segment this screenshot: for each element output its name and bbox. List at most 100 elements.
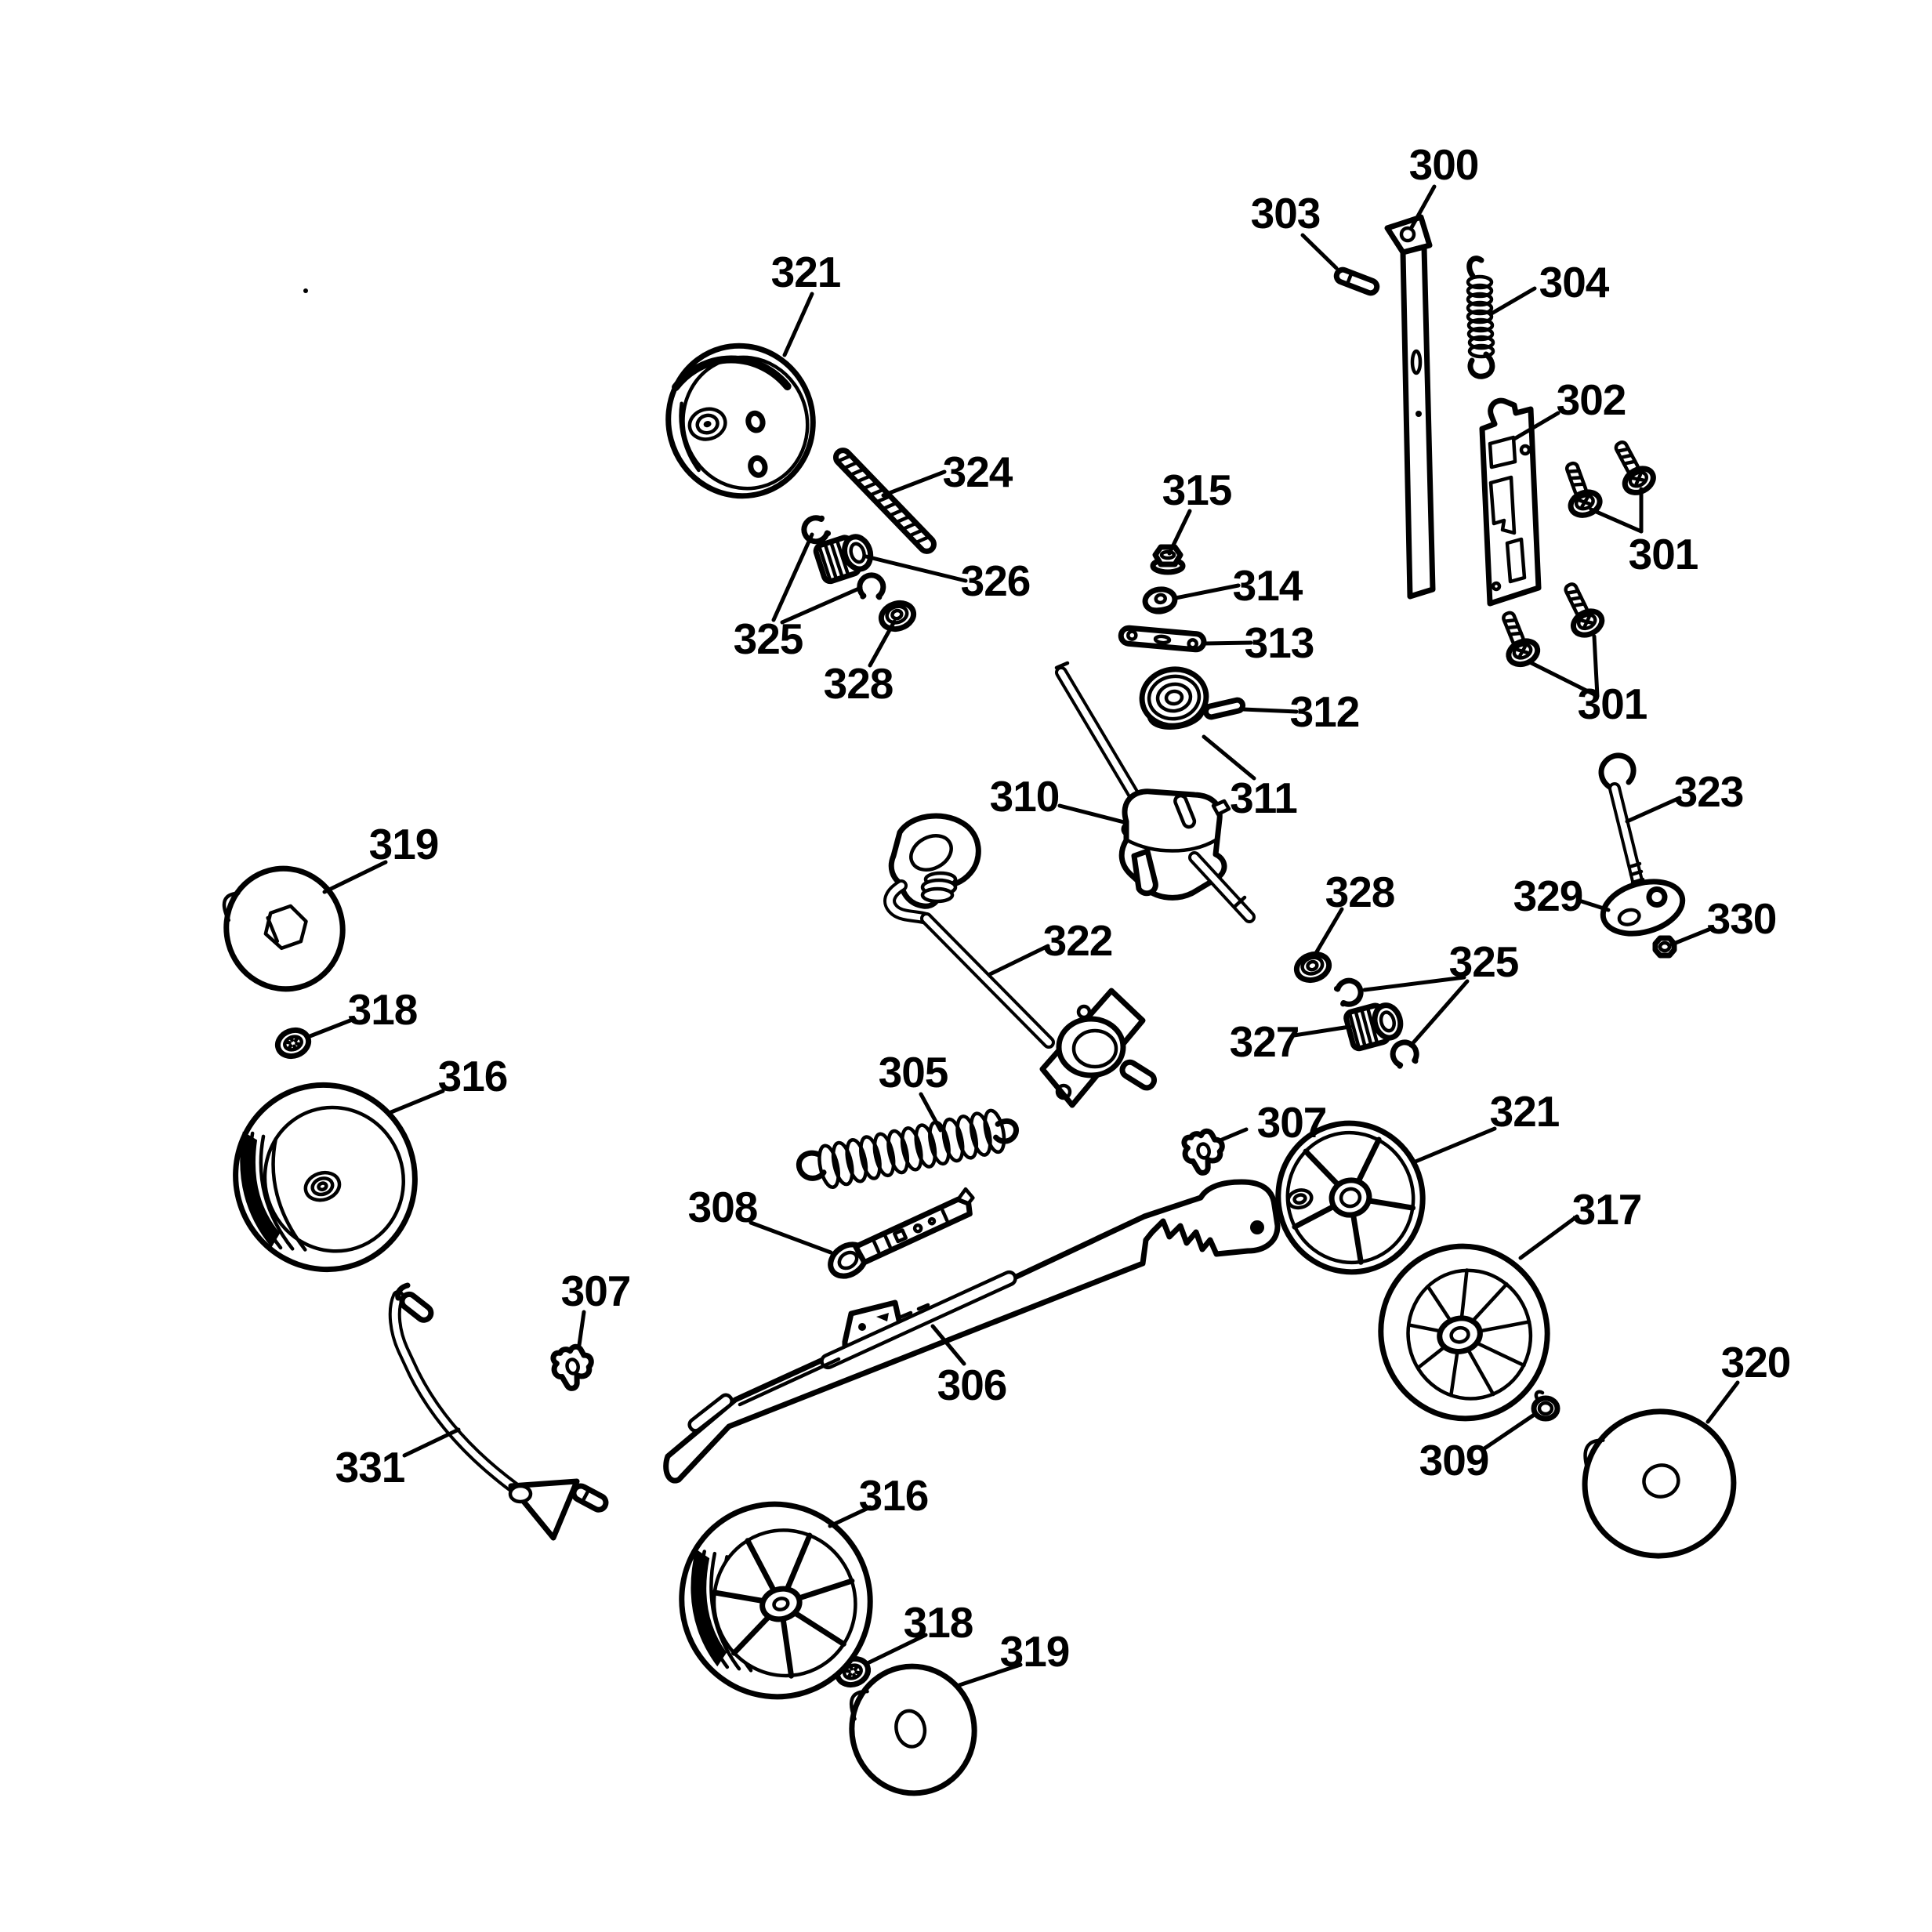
retaining-ring-325-part: [1412, 1058, 1419, 1064]
part-324-threaded-rod-part: [875, 495, 891, 504]
part-315-flange-nut-part: [1159, 549, 1176, 560]
part-316-wheel-front-view-part: [772, 1597, 790, 1611]
leader-line-304: [1489, 286, 1537, 316]
retaining-ring-325: [801, 515, 832, 545]
part-321-wheel-cover: [665, 343, 816, 499]
part-324-threaded-rod-part: [855, 474, 872, 484]
part-330-nut-part: [1652, 935, 1677, 959]
part-317-wheel: [1378, 1243, 1550, 1422]
part-313-link-bar-part: [1187, 638, 1198, 650]
part-322-shift-lever-assembly-part: [909, 834, 953, 872]
part-308-shift-lever-part: [927, 1216, 937, 1226]
part-label-312: 312: [1290, 687, 1360, 736]
part-label-306: 306: [937, 1361, 1007, 1409]
part-308-shift-lever-part: [956, 1187, 975, 1205]
part-305-extension-spring-part: [796, 1150, 827, 1181]
leader-line-329: [1579, 899, 1611, 912]
part-306-drive-bracket-part: [876, 1313, 889, 1321]
screw-301-part: [1618, 453, 1634, 460]
part-316-wheel-front-view-part: [759, 1586, 803, 1622]
screw-301: [1564, 582, 1605, 638]
part-321-wheel-cover-part: [695, 413, 720, 435]
part-309-ring-clip-part: [1534, 1390, 1545, 1403]
part-316-wheel-rear-view-part: [259, 1134, 295, 1251]
part-308-shift-lever-part: [853, 1196, 973, 1266]
leader-line-330: [1669, 926, 1715, 947]
screw-301-part: [1580, 615, 1594, 629]
part-325-retaining-rings: [801, 515, 1419, 1069]
part-306-drive-bracket-part-part: [820, 1270, 1017, 1370]
part-304-spring-part: [1466, 317, 1495, 333]
part-label-300: 300: [1409, 140, 1479, 189]
part-label-320: 320: [1721, 1338, 1791, 1386]
washer-328-part: [885, 604, 909, 625]
part-331-height-rod-part-part: [571, 1483, 609, 1513]
part-label-317: 317: [1572, 1185, 1642, 1234]
part-304-spring: [1466, 256, 1495, 379]
part-327-pinion-gear: [1343, 1002, 1404, 1052]
screw-301-part: [1508, 631, 1524, 636]
retaining-ring-325-part: [818, 515, 825, 521]
part-331-height-rod-part: [399, 1291, 434, 1323]
part-label-315: 315: [1162, 466, 1232, 514]
part-331-height-rod-part: [508, 1484, 533, 1504]
part-302-bracket-plate-part: [1519, 444, 1531, 456]
part-324-threaded-rod-part: [862, 480, 879, 491]
part-322-shift-lever-assembly-part: [1119, 1059, 1158, 1091]
clip-307-part: [565, 1357, 580, 1376]
retaining-ring-325-part: [801, 515, 830, 545]
leader-line-307: [1220, 1127, 1249, 1142]
part-321-idler-wheel-part: [1339, 1187, 1362, 1209]
part-label-303: 303: [1251, 189, 1321, 237]
part-305-extension-spring-part: [969, 1111, 992, 1157]
part-310-gearbox-part: [1131, 848, 1158, 897]
leader-line-319: [957, 1662, 1023, 1687]
part-304-spring-part: [1466, 292, 1494, 307]
part-305-extension-spring-part: [983, 1108, 1006, 1154]
screw-301-part: [1568, 475, 1584, 480]
part-304-spring-part: [1467, 351, 1495, 379]
part-322-shift-lever-assembly: [883, 813, 1158, 1108]
part-324-threaded-rod-part: [843, 461, 859, 470]
part-302-bracket-plate-part: [1488, 475, 1517, 535]
part-322-shift-lever-assembly-part: [923, 915, 1052, 1046]
print-speck: [303, 288, 308, 293]
part-309-ring-clip-part: [1537, 1401, 1554, 1416]
part-300-handle-bracket-part: [1400, 244, 1436, 600]
part-313-link-bar-part: [1126, 629, 1138, 641]
leader-line-325: [1362, 975, 1466, 992]
part-326-pinion-gear-part: [828, 540, 845, 580]
part-324-threaded-rod-part: [908, 528, 924, 538]
part-303-pin: [1333, 266, 1380, 296]
part-323-hook-rod-part: [1629, 869, 1644, 877]
part-306-drive-bracket-part: [916, 1303, 930, 1311]
part-302-bracket-plate-part: [1505, 537, 1527, 584]
part-label-309: 309: [1419, 1436, 1489, 1484]
part-315-flange-nut-part: [1152, 544, 1183, 567]
part-308-shift-lever-part: [883, 1234, 892, 1249]
leader-line-325: [780, 585, 863, 625]
screw-301-part: [1516, 645, 1529, 658]
part-331-height-rod-part: [391, 1293, 517, 1491]
part-label-319: 319: [1000, 1627, 1070, 1676]
part-314-washer: [1142, 586, 1178, 614]
part-306-drive-bracket-part: [899, 1310, 913, 1319]
part-324-threaded-rod: [832, 448, 937, 554]
screw-301-part: [1564, 589, 1580, 595]
part-305-extension-spring-part: [831, 1140, 854, 1187]
part-306-drive-bracket-part: [663, 1179, 1281, 1484]
leader-line-318: [306, 1017, 357, 1039]
leader-line-327: [1292, 1024, 1352, 1038]
part-328-washers: [878, 600, 1332, 984]
part-label-307: 307: [561, 1267, 631, 1315]
part-304-spring-part: [1466, 326, 1495, 342]
retaining-ring-325-part: [1390, 1039, 1419, 1068]
part-306-drive-bracket-part: [738, 1357, 841, 1407]
screw-301-part: [1578, 496, 1592, 509]
part-306-drive-bracket-part: [858, 1323, 866, 1331]
part-314-washer-part: [1144, 599, 1177, 611]
part-319-hub-cap-2: [849, 1663, 977, 1796]
part-324-threaded-rod-part: [882, 501, 898, 511]
part-308-shift-lever-part: [837, 1250, 859, 1270]
part-label-325: 325: [734, 614, 803, 663]
